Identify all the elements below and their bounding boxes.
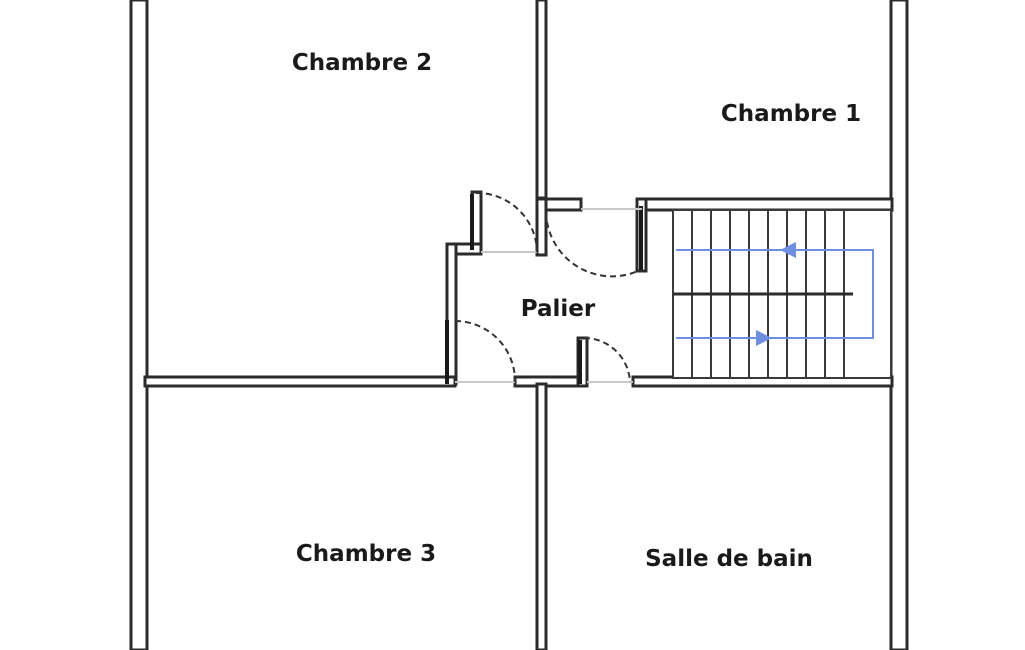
wall-accents <box>445 194 643 384</box>
door-swing-chambre3 <box>454 320 517 383</box>
wall-chambre1-bottom-right <box>640 197 894 212</box>
stair-arrowhead-upper <box>780 242 796 258</box>
label-chambre-1: Chambre 1 <box>721 101 861 127</box>
label-chambre-2: Chambre 2 <box>292 50 432 76</box>
wall-chambre2-chambre3 <box>143 375 457 388</box>
wall-exterior-left <box>129 0 149 650</box>
door-swing-chambre1 <box>545 211 639 278</box>
label-chambre-3: Chambre 3 <box>296 541 436 567</box>
door-swing-chambre2 <box>475 191 538 253</box>
interior-walls <box>143 0 894 650</box>
stair-direction-arrow <box>676 249 874 339</box>
doors <box>454 191 642 383</box>
door-swing-bain <box>583 336 631 383</box>
label-salle-de-bain: Salle de bain <box>645 546 813 572</box>
wall-chambre3-bain <box>535 382 548 650</box>
room-labels: Chambre 2 Chambre 1 Palier Chambre 3 Sal… <box>292 50 861 572</box>
wall-chambre2-chambre1 <box>535 0 548 200</box>
wall-post-landing-top <box>535 197 548 257</box>
staircase <box>672 209 892 379</box>
wall-exterior-right <box>889 0 909 650</box>
stair-arrowhead-lower <box>756 330 772 346</box>
label-palier: Palier <box>521 296 596 322</box>
